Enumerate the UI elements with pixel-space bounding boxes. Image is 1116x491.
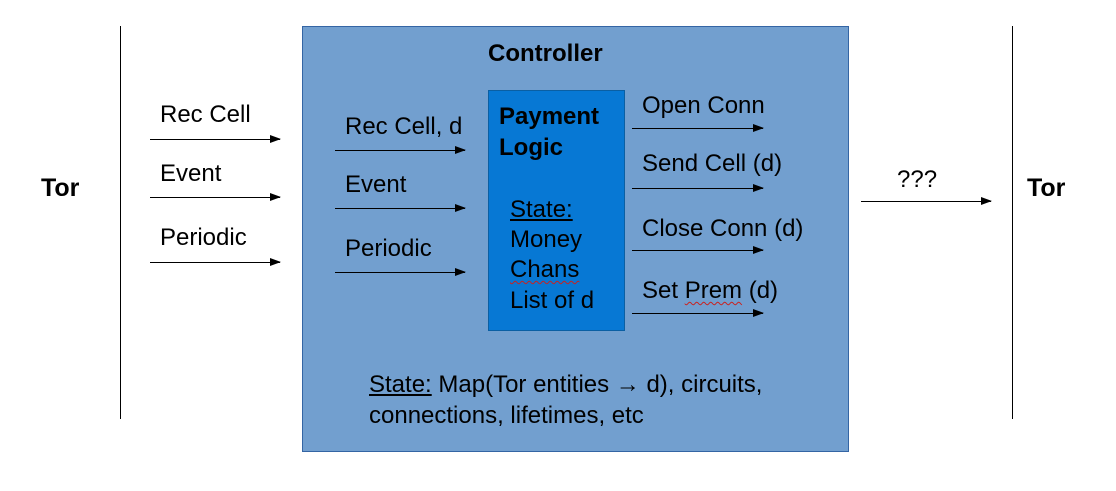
output-set-prem-word1: Set	[642, 277, 679, 304]
left-input-periodic: Periodic	[160, 224, 247, 251]
payment-logic-box	[488, 90, 625, 331]
controller-state-text1: Map(Tor entities → d), circuits,	[438, 371, 763, 398]
payment-state-chans: Chans	[510, 256, 580, 283]
controller-input-event: Event	[345, 171, 407, 198]
payment-state-money: Money	[510, 226, 583, 253]
controller-input-periodic: Periodic	[345, 235, 432, 262]
payment-state-list-of-d: List of d	[510, 287, 595, 314]
controller-input-rec-cell: Rec Cell, d	[345, 113, 463, 140]
right-tor-label: Tor	[1027, 174, 1066, 202]
output-arrow-send-cell	[632, 184, 764, 192]
right-boundary-line	[1012, 26, 1013, 419]
payment-state-label: State:	[510, 196, 573, 223]
controller-state-label: State:	[369, 371, 432, 398]
left-input-event: Event	[160, 160, 222, 187]
left-tor-label: Tor	[41, 174, 80, 202]
left-arrow-rec-cell	[150, 135, 281, 143]
output-set-prem-suffix: (d)	[748, 277, 779, 304]
payment-logic-title-line2: Logic	[499, 134, 563, 161]
payment-logic-title-line1: Payment	[499, 103, 600, 130]
output-arrow-set-prem	[632, 309, 764, 317]
controller-arrow-rec-cell	[335, 146, 466, 154]
left-arrow-event	[150, 193, 281, 201]
output-arrow-open-conn	[632, 124, 764, 132]
controller-arrow-periodic	[335, 268, 466, 276]
left-arrow-periodic	[150, 258, 281, 266]
controller-state-line1: State: Map(Tor entities → d), circuits,	[369, 371, 762, 399]
output-close-conn: Close Conn (d)	[642, 215, 804, 242]
right-arrow-label: ???	[897, 166, 938, 193]
left-input-rec-cell: Rec Cell	[160, 101, 251, 128]
output-open-conn: Open Conn	[642, 92, 765, 119]
right-arrow	[861, 197, 992, 205]
left-boundary-line	[120, 26, 121, 419]
controller-arrow-event	[335, 204, 466, 212]
output-set-prem: Set Prem (d)	[642, 277, 778, 305]
controller-state-line2: connections, lifetimes, etc	[369, 402, 644, 429]
controller-title: Controller	[488, 40, 603, 67]
output-arrow-close-conn	[632, 246, 764, 254]
output-send-cell: Send Cell (d)	[642, 150, 783, 177]
output-set-prem-word2: Prem	[684, 277, 743, 304]
